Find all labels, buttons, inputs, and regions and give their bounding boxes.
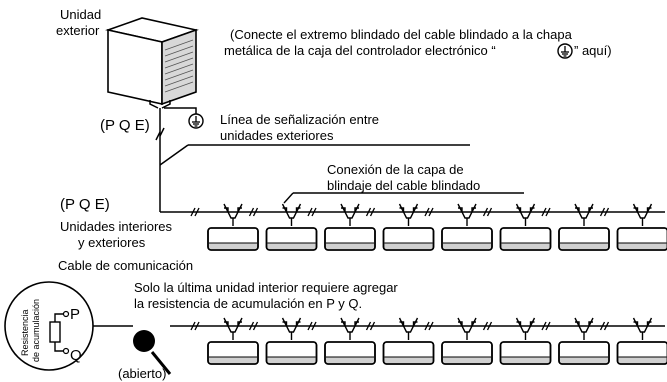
terminal-q-label: Q <box>70 347 82 364</box>
branch-connector-icon <box>281 317 302 341</box>
indoor-unit-icon <box>265 341 318 365</box>
svg-text:Cable de comunicación: Cable de comunicación <box>58 258 193 273</box>
svg-text:Línea de señalización entre: Línea de señalización entre <box>220 112 379 127</box>
magnifier-icon <box>93 325 172 375</box>
indoor-unit-icon <box>207 227 259 251</box>
svg-text:Solo la última unidad interior: Solo la última unidad interior requiere … <box>134 280 398 295</box>
indoor-unit-icon <box>324 227 376 251</box>
indoor-unit-icon <box>324 341 376 365</box>
branch-connector-icon <box>457 317 477 341</box>
indoor-unit-icon <box>207 341 259 365</box>
branch-connector-icon <box>398 317 419 341</box>
outdoor-unit-label: Unidad exterior <box>56 7 101 38</box>
indoor-unit-icon <box>558 341 610 365</box>
terminal-p-label: P <box>70 306 80 323</box>
branch-connector-icon <box>223 203 243 227</box>
branch-connector-icon <box>515 203 536 227</box>
branch-connector-icon <box>340 317 360 341</box>
shield-layer-label: Conexión de la capa de blindaje del cabl… <box>327 162 480 193</box>
svg-text:Resistencia: Resistencia <box>20 309 30 356</box>
branch-connector-icon <box>574 203 594 227</box>
svg-text:(Conecte el extremo blindado d: (Conecte el extremo blindado del cable b… <box>230 27 573 42</box>
branch-connector-icon <box>281 203 302 227</box>
shield-note: (Conecte el extremo blindado del cable b… <box>224 27 612 59</box>
comm-cable-label: Unidades interiores y exteriores Cable d… <box>58 219 193 273</box>
svg-text:unidades exteriores: unidades exteriores <box>220 128 334 143</box>
signal-line-label: Línea de señalización entre unidades ext… <box>220 112 379 143</box>
indoor-unit-icon <box>382 227 435 251</box>
ground-symbol-icon <box>557 43 573 59</box>
svg-text:de acumulación: de acumulación <box>31 299 41 362</box>
branch-connector-icon <box>340 203 360 227</box>
ground-icon <box>188 113 204 129</box>
svg-text:Unidades interiores: Unidades interiores <box>60 219 173 234</box>
pqe-top-label: (P Q E) <box>100 117 150 134</box>
indoor-unit-icon <box>441 341 493 365</box>
indoor-units-row-2 <box>190 317 667 365</box>
indoor-units-row-1 <box>190 203 667 251</box>
pqe-bottom-label: (P Q E) <box>60 196 110 213</box>
terminator-resistor-detail: Resistencia de acumulación P Q <box>4 281 94 371</box>
branch-connector-icon <box>574 317 594 341</box>
signal-wiring <box>149 100 665 213</box>
branch-connector-icon <box>457 203 477 227</box>
indoor-unit-icon <box>616 341 667 365</box>
indoor-unit-icon <box>558 227 610 251</box>
indoor-unit-icon <box>382 341 435 365</box>
svg-text:y exteriores: y exteriores <box>78 235 146 250</box>
svg-text:blindaje del cable blindado: blindaje del cable blindado <box>327 178 480 193</box>
svg-text:metálica de la caja del contro: metálica de la caja del controlador elec… <box>224 43 496 58</box>
indoor-unit-icon <box>265 227 318 251</box>
indoor-unit-icon <box>441 227 493 251</box>
open-label: (abierto) <box>118 366 166 381</box>
branch-connector-icon <box>223 317 243 341</box>
last-unit-note: Solo la última unidad interior requiere … <box>134 280 398 311</box>
branch-connector-icon <box>398 203 419 227</box>
svg-text:la resistencia de acumulación: la resistencia de acumulación en P y Q. <box>134 296 362 311</box>
outdoor-unit-icon <box>105 17 199 106</box>
branch-connector-icon <box>632 317 653 341</box>
indoor-unit-icon <box>499 341 552 365</box>
svg-text:” aquí): ” aquí) <box>574 43 612 58</box>
branch-connector-icon <box>632 203 653 227</box>
indoor-unit-icon <box>616 227 667 251</box>
svg-text:Unidad: Unidad <box>60 7 101 22</box>
svg-text:exterior: exterior <box>56 23 100 38</box>
svg-text:Conexión de la capa de: Conexión de la capa de <box>327 162 464 177</box>
resistor-icon <box>49 321 61 343</box>
indoor-unit-icon <box>499 227 552 251</box>
branch-connector-icon <box>515 317 536 341</box>
